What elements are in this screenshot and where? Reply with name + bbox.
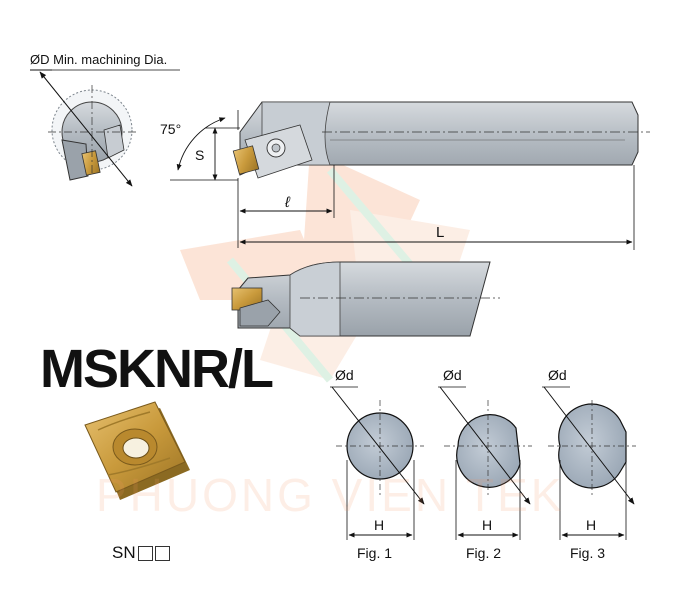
front-view — [30, 69, 180, 187]
fig3-h-label: H — [586, 517, 596, 533]
big-l-dimension — [239, 165, 635, 250]
boring-bar-bottom-view — [231, 261, 500, 337]
fig1-diagram — [330, 386, 425, 540]
l-small-label: ℓ — [284, 194, 291, 211]
fig3-diagram — [542, 386, 636, 540]
insert-code: SN — [112, 543, 170, 563]
fig2-caption: Fig. 2 — [466, 545, 501, 561]
insert-image — [84, 401, 190, 500]
watermark-text: PHUONG VIEN TEK — [96, 469, 565, 521]
fig1-h-label: H — [374, 517, 384, 533]
fig3-caption: Fig. 3 — [570, 545, 605, 561]
fig3-od-label: Ød — [548, 367, 567, 383]
s-label: S — [195, 147, 204, 163]
angle-label: 75° — [160, 121, 181, 137]
insert-code-prefix: SN — [112, 543, 136, 562]
l-big-label: L — [436, 224, 444, 241]
angle-dimension — [170, 110, 240, 181]
fig2-od-label: Ød — [443, 367, 462, 383]
fig1-caption: Fig. 1 — [357, 545, 392, 561]
fig2-h-label: H — [482, 517, 492, 533]
fig1-od-label: Ød — [335, 367, 354, 383]
boring-bar-top-view — [232, 101, 650, 179]
placeholder-box-1 — [137, 545, 153, 561]
placeholder-box-2 — [154, 545, 170, 561]
fig2-diagram — [438, 386, 532, 540]
min-dia-label: ØD Min. machining Dia. — [30, 52, 167, 67]
model-title: MSKNR/L — [40, 339, 274, 399]
small-l-dimension — [237, 165, 335, 248]
